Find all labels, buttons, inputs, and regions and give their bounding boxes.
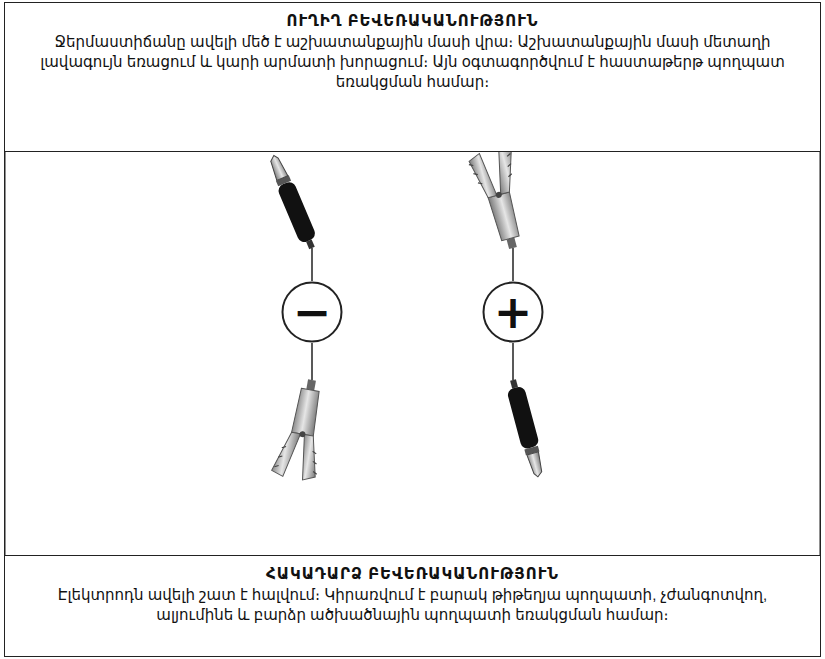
panel-text: Էլեկտրոդն ավելի շատ է հալվում։ Կիրառվում… xyxy=(35,585,790,625)
polarity-sign: − xyxy=(293,289,332,335)
panel-heading: ՀԱԿԱԴԱՐՁ ԲԵՎԵՌԱԿԱՆՈՒԹՅՈՒՆ xyxy=(266,564,559,583)
polarity-panel: ՈՒՂԻՂ ԲԵՎԵՌԱԿԱՆՈՒԹՅՈՒՆ Ջերմաստիճանը ավելի… xyxy=(4,2,821,152)
polarity-sign: + xyxy=(494,289,533,335)
panel-text: Ջերմաստիճանը ավելի մեծ է աշխատանքային մա… xyxy=(35,32,790,92)
polarity-circle: + xyxy=(482,281,544,343)
panel-heading: ՈՒՂԻՂ ԲԵՎԵՌԱԿԱՆՈՒԹՅՈՒՆ xyxy=(286,11,538,30)
polarity-panel: ՀԱԿԱԴԱՐՁ ԲԵՎԵՌԱԿԱՆՈՒԹՅՈՒՆ Էլեկտրոդն ավելի… xyxy=(4,555,821,657)
polarity-circle: − xyxy=(281,281,343,343)
